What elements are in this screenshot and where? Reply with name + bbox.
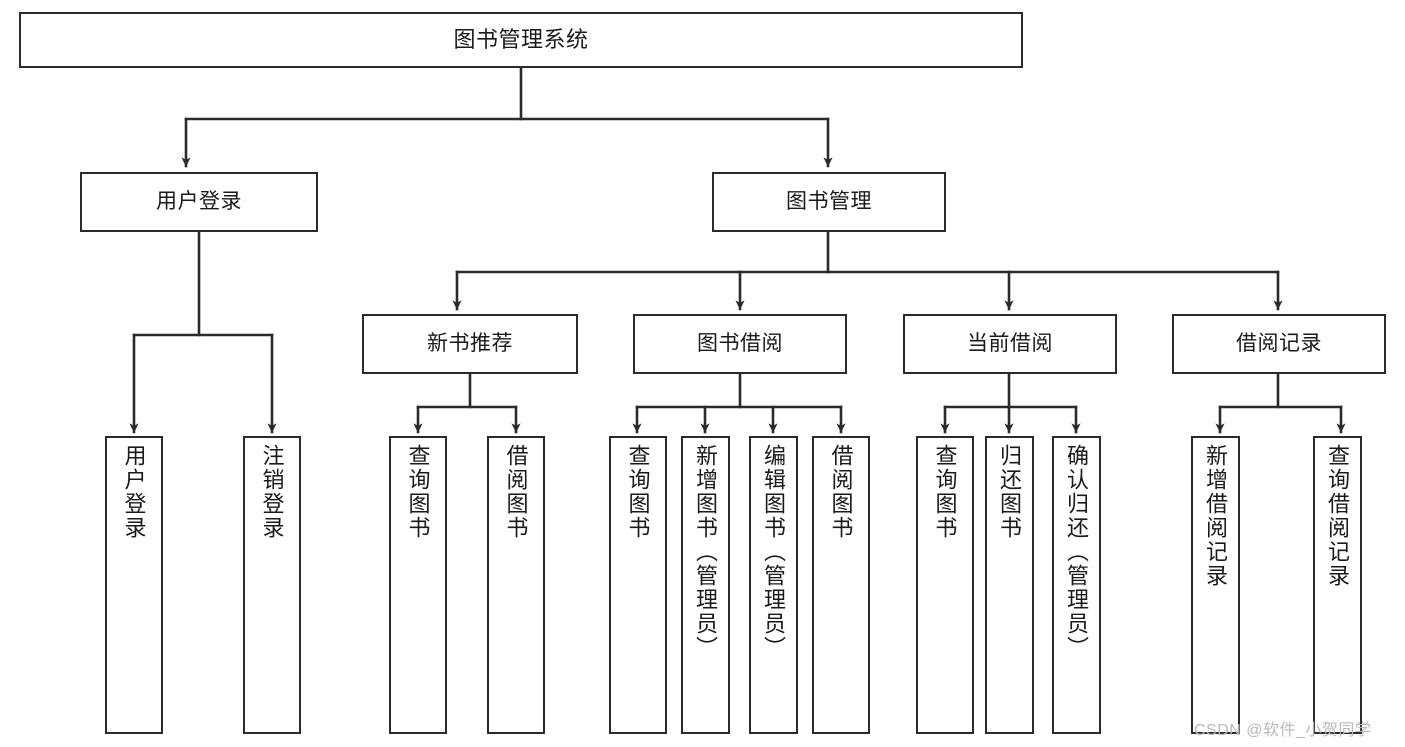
leaf-confirm-return-label: 确认归还（管理员） [1064,444,1090,660]
leaf-query-book-1[interactable]: 查询图书 [389,436,447,734]
node-user-login-label: 用户登录 [156,189,242,213]
node-book-manage-label: 图书管理 [786,189,872,213]
node-book-borrow[interactable]: 图书借阅 [633,314,847,374]
leaf-query-record[interactable]: 查询借阅记录 [1313,436,1362,734]
leaf-query-book-3[interactable]: 查询图书 [916,436,974,734]
leaf-query-book-3-label: 查询图书 [932,444,958,540]
node-new-book-recommend-label: 新书推荐 [427,331,513,355]
node-current-borrow[interactable]: 当前借阅 [903,314,1117,374]
leaf-query-book-2-label: 查询图书 [625,444,651,540]
node-borrow-record-label: 借阅记录 [1236,331,1322,355]
leaf-confirm-return[interactable]: 确认归还（管理员） [1052,436,1101,734]
leaf-user-logout-label: 注销登录 [259,444,285,540]
leaf-user-logout[interactable]: 注销登录 [243,436,301,734]
leaf-user-login-label: 用户登录 [121,444,147,540]
leaf-borrow-book-2-label: 借阅图书 [828,444,854,540]
leaf-borrow-book-2[interactable]: 借阅图书 [812,436,870,734]
leaf-return-book[interactable]: 归还图书 [985,436,1034,734]
node-new-book-recommend[interactable]: 新书推荐 [362,314,578,374]
node-book-manage[interactable]: 图书管理 [712,172,946,232]
leaf-edit-book-label: 编辑图书（管理员） [761,444,787,660]
leaf-borrow-book-1-label: 借阅图书 [503,444,529,540]
leaf-user-login[interactable]: 用户登录 [105,436,163,734]
csdn-watermark-text: CSDN @软件_小贺同学 [1194,722,1372,739]
node-borrow-record[interactable]: 借阅记录 [1172,314,1386,374]
node-root[interactable]: 图书管理系统 [19,12,1023,68]
node-user-login[interactable]: 用户登录 [80,172,318,232]
leaf-edit-book[interactable]: 编辑图书（管理员） [749,436,798,734]
leaf-query-record-label: 查询借阅记录 [1325,444,1351,588]
node-book-borrow-label: 图书借阅 [697,331,783,355]
leaf-query-book-2[interactable]: 查询图书 [609,436,667,734]
leaf-return-book-label: 归还图书 [997,444,1023,540]
leaf-add-book[interactable]: 新增图书（管理员） [681,436,730,734]
node-root-label: 图书管理系统 [453,27,589,53]
leaf-add-record[interactable]: 新增借阅记录 [1191,436,1240,734]
csdn-watermark: CSDN @软件_小贺同学 [1194,716,1371,740]
leaf-query-book-1-label: 查询图书 [405,444,431,540]
leaf-add-record-label: 新增借阅记录 [1203,444,1229,588]
leaf-add-book-label: 新增图书（管理员） [693,444,719,660]
node-current-borrow-label: 当前借阅 [967,331,1053,355]
leaf-borrow-book-1[interactable]: 借阅图书 [487,436,545,734]
